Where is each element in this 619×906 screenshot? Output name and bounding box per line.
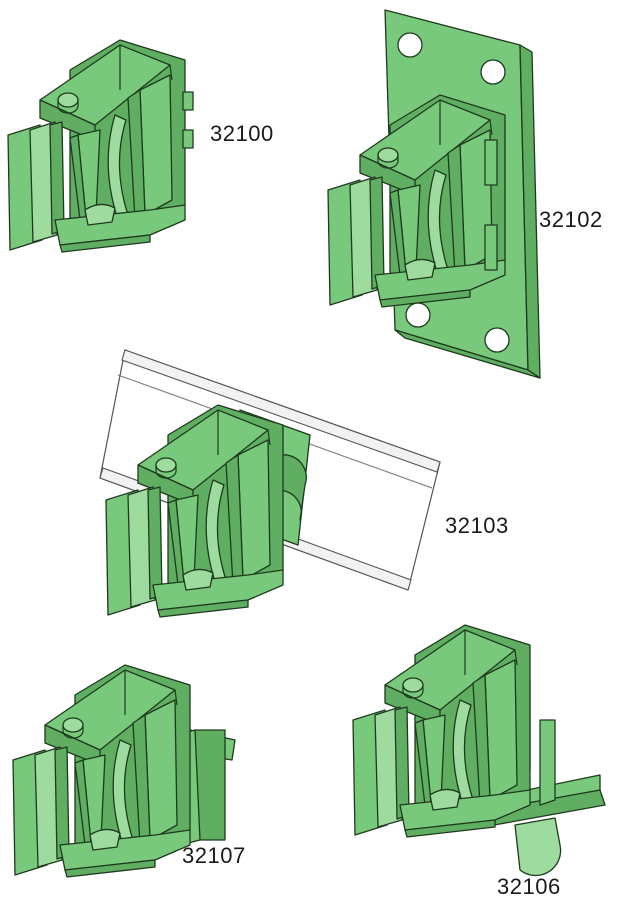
part-number-32107: 32107 [182, 843, 246, 868]
clip-32103-drawing [99, 349, 441, 618]
part-number-32100: 32100 [210, 121, 274, 146]
clip-32100-drawing [7, 39, 194, 253]
part-number-32106: 32106 [497, 874, 561, 899]
part-number-32102: 32102 [539, 207, 603, 232]
clip-32107-drawing [12, 664, 236, 878]
clip-32106-drawing [352, 624, 606, 877]
part-number-32103: 32103 [445, 513, 509, 538]
clip-32102-drawing [327, 9, 541, 379]
